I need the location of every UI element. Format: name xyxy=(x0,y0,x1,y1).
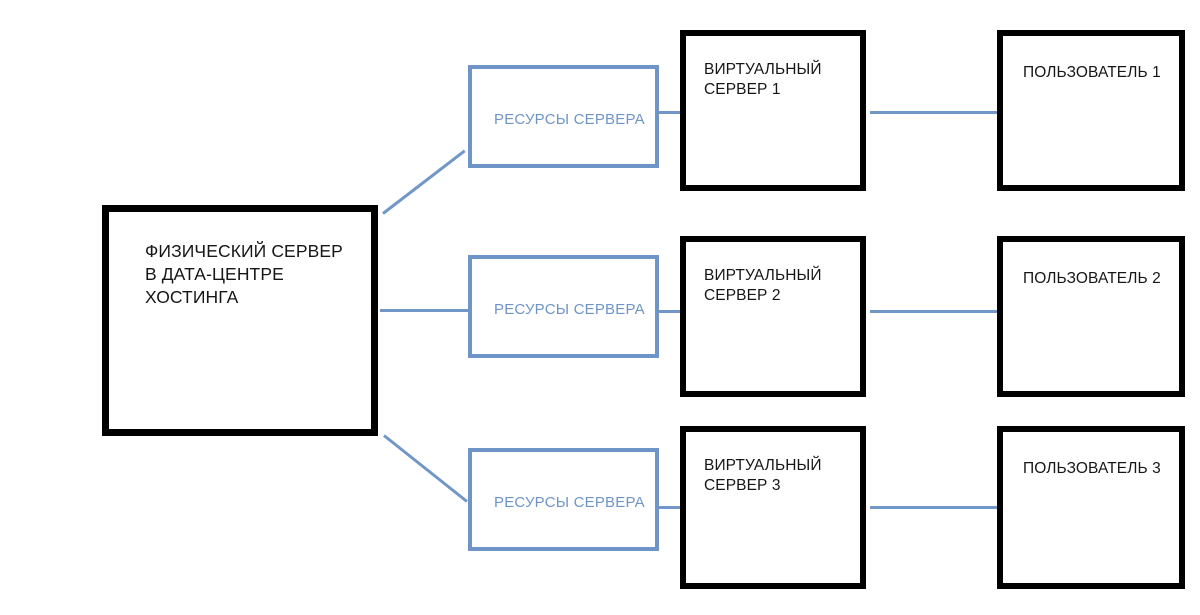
node-user-1[interactable]: ПОЛЬЗОВАТЕЛЬ 1 xyxy=(997,30,1185,191)
connector-resources-3-to-virtual-server-3 xyxy=(655,506,684,509)
node-virtual-server-3[interactable]: ВИРТУАЛЬНЫЙ СЕРВЕР 3 xyxy=(680,426,866,589)
node-virtual-server-3-label: ВИРТУАЛЬНЫЙ СЕРВЕР 3 xyxy=(704,457,822,495)
node-server-resources-1[interactable]: РЕСУРСЫ СЕРВЕРА xyxy=(468,65,659,168)
node-server-resources-1-label: РЕСУРСЫ СЕРВЕРА xyxy=(494,111,645,128)
node-server-resources-2-label: РЕСУРСЫ СЕРВЕРА xyxy=(494,301,645,318)
node-physical-server[interactable]: ФИЗИЧЕСКИЙ СЕРВЕР В ДАТА-ЦЕНТРЕ ХОСТИНГА xyxy=(102,205,378,436)
connector-physical-to-resources-2 xyxy=(380,309,470,312)
connector-physical-to-resources-1 xyxy=(382,149,466,215)
node-user-3[interactable]: ПОЛЬЗОВАТЕЛЬ 3 xyxy=(997,426,1185,589)
node-physical-server-label: ФИЗИЧЕСКИЙ СЕРВЕР В ДАТА-ЦЕНТРЕ ХОСТИНГА xyxy=(145,241,343,308)
node-virtual-server-1[interactable]: ВИРТУАЛЬНЫЙ СЕРВЕР 1 xyxy=(680,30,866,191)
node-virtual-server-2-label: ВИРТУАЛЬНЫЙ СЕРВЕР 2 xyxy=(704,267,822,305)
node-server-resources-3[interactable]: РЕСУРСЫ СЕРВЕРА xyxy=(468,448,659,551)
node-user-2[interactable]: ПОЛЬЗОВАТЕЛЬ 2 xyxy=(997,236,1185,397)
connector-virtual-server-2-to-user-2 xyxy=(870,310,1000,313)
connector-virtual-server-1-to-user-1 xyxy=(870,111,1000,114)
node-user-1-label: ПОЛЬЗОВАТЕЛЬ 1 xyxy=(1023,64,1161,81)
node-virtual-server-1-label: ВИРТУАЛЬНЫЙ СЕРВЕР 1 xyxy=(704,61,822,99)
connector-physical-to-resources-3 xyxy=(383,434,468,503)
node-server-resources-3-label: РЕСУРСЫ СЕРВЕРА xyxy=(494,494,645,511)
node-user-2-label: ПОЛЬЗОВАТЕЛЬ 2 xyxy=(1023,270,1161,287)
connector-resources-1-to-virtual-server-1 xyxy=(655,111,684,114)
connector-virtual-server-3-to-user-3 xyxy=(870,506,1000,509)
node-user-3-label: ПОЛЬЗОВАТЕЛЬ 3 xyxy=(1023,460,1161,477)
node-virtual-server-2[interactable]: ВИРТУАЛЬНЫЙ СЕРВЕР 2 xyxy=(680,236,866,397)
connector-resources-2-to-virtual-server-2 xyxy=(655,310,684,313)
node-server-resources-2[interactable]: РЕСУРСЫ СЕРВЕРА xyxy=(468,255,659,358)
